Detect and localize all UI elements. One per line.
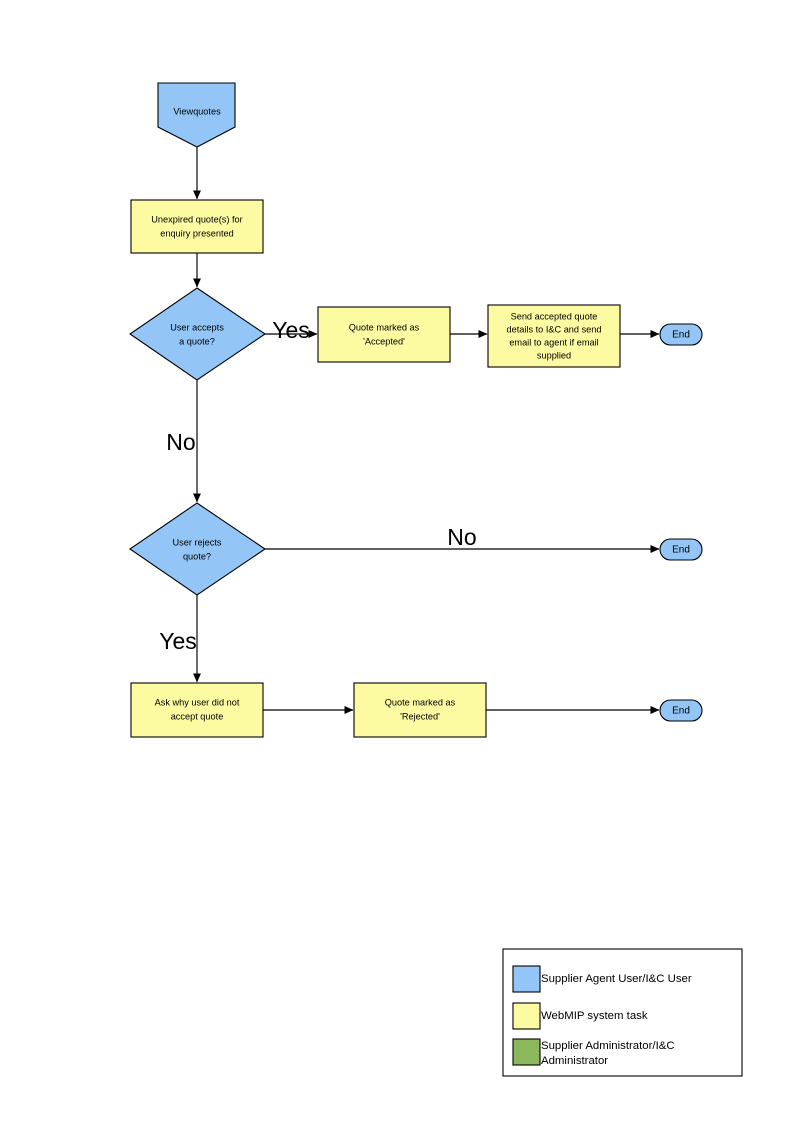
legend: Supplier Agent User/I&C User WebMIP syst… (502, 948, 743, 1077)
node-send-details-label-line3: email to agent if email (509, 337, 598, 347)
node-viewquotes-label: Viewquotes (173, 106, 221, 116)
node-send-details[interactable]: Send accepted quote details to I&C and s… (487, 304, 621, 368)
node-unexpired-quotes[interactable]: Unexpired quote(s) for enquiry presented (130, 199, 264, 254)
node-user-accepts-label-line1: User accepts (170, 322, 224, 332)
node-viewquotes[interactable]: Viewquotes (157, 82, 236, 148)
process-box-shape (130, 199, 264, 254)
node-ask-why-label-line1: Ask why user did not (155, 697, 240, 707)
edge-label-accepts-yes: Yes (272, 317, 310, 343)
node-quote-rejected-label-line2: 'Rejected' (400, 711, 440, 721)
node-end-top[interactable]: End (659, 323, 703, 346)
legend-item-webmip-system-task: WebMIP system task (512, 1002, 648, 1030)
node-ask-why[interactable]: Ask why user did not accept quote (130, 682, 264, 738)
diamond-shape (129, 502, 266, 596)
diamond-shape (129, 287, 266, 381)
terminator-shape (659, 538, 703, 561)
process-box-shape (487, 304, 621, 368)
legend-label-supplier-administrator-line2: Administrator (541, 1055, 608, 1067)
edge-label-rejects-yes: Yes (159, 628, 197, 654)
node-end-middle-label: End (672, 545, 690, 556)
node-user-rejects-label-line1: User rejects (172, 537, 221, 547)
node-quote-rejected[interactable]: Quote marked as 'Rejected' (353, 682, 487, 738)
legend-swatch-blue (512, 965, 541, 993)
node-quote-rejected-label-line1: Quote marked as (385, 697, 456, 707)
node-user-rejects-decision[interactable]: User rejects quote? (129, 502, 266, 596)
node-user-accepts-decision[interactable]: User accepts a quote? (129, 287, 266, 381)
legend-item-supplier-agent-user: Supplier Agent User/I&C User (512, 965, 692, 993)
legend-label-supplier-administrator-line1: Supplier Administrator/I&C (541, 1040, 675, 1052)
terminator-shape (659, 323, 703, 346)
edges-layer (193, 147, 660, 714)
node-user-accepts-label-line2: a quote? (179, 336, 215, 346)
edge-labels-layer: Yes No No Yes (159, 317, 476, 654)
node-end-middle[interactable]: End (659, 538, 703, 561)
node-send-details-label-line4: supplied (537, 350, 571, 360)
node-unexpired-quotes-label-line1: Unexpired quote(s) for (151, 214, 242, 224)
node-end-bottom[interactable]: End (659, 699, 703, 722)
node-quote-accepted[interactable]: Quote marked as 'Accepted' (317, 306, 451, 363)
node-send-details-label-line1: Send accepted quote (511, 311, 598, 321)
process-box-shape (353, 682, 487, 738)
legend-container (502, 948, 743, 1077)
legend-swatch-yellow (512, 1002, 541, 1030)
node-unexpired-quotes-label-line2: enquiry presented (160, 228, 234, 238)
node-user-rejects-label-line2: quote? (183, 551, 211, 561)
node-ask-why-label-line2: accept quote (171, 711, 224, 721)
process-box-shape (317, 306, 451, 363)
node-quote-accepted-label-line1: Quote marked as (349, 322, 420, 332)
pentagon-shape (157, 82, 236, 148)
edge-label-rejects-no: No (447, 524, 476, 550)
node-quote-accepted-label-line2: 'Accepted' (363, 336, 405, 346)
legend-label-supplier-agent-user: Supplier Agent User/I&C User (541, 973, 692, 985)
legend-item-supplier-administrator: Supplier Administrator/I&C Administrator (512, 1038, 675, 1067)
node-end-top-label: End (672, 330, 690, 341)
edge-label-accepts-no: No (166, 429, 195, 455)
terminator-shape (659, 699, 703, 722)
process-box-shape (130, 682, 264, 738)
node-end-bottom-label: End (672, 706, 690, 717)
legend-label-webmip-system-task: WebMIP system task (541, 1010, 648, 1022)
node-send-details-label-line2: details to I&C and send (507, 324, 602, 334)
legend-swatch-green (512, 1038, 541, 1066)
